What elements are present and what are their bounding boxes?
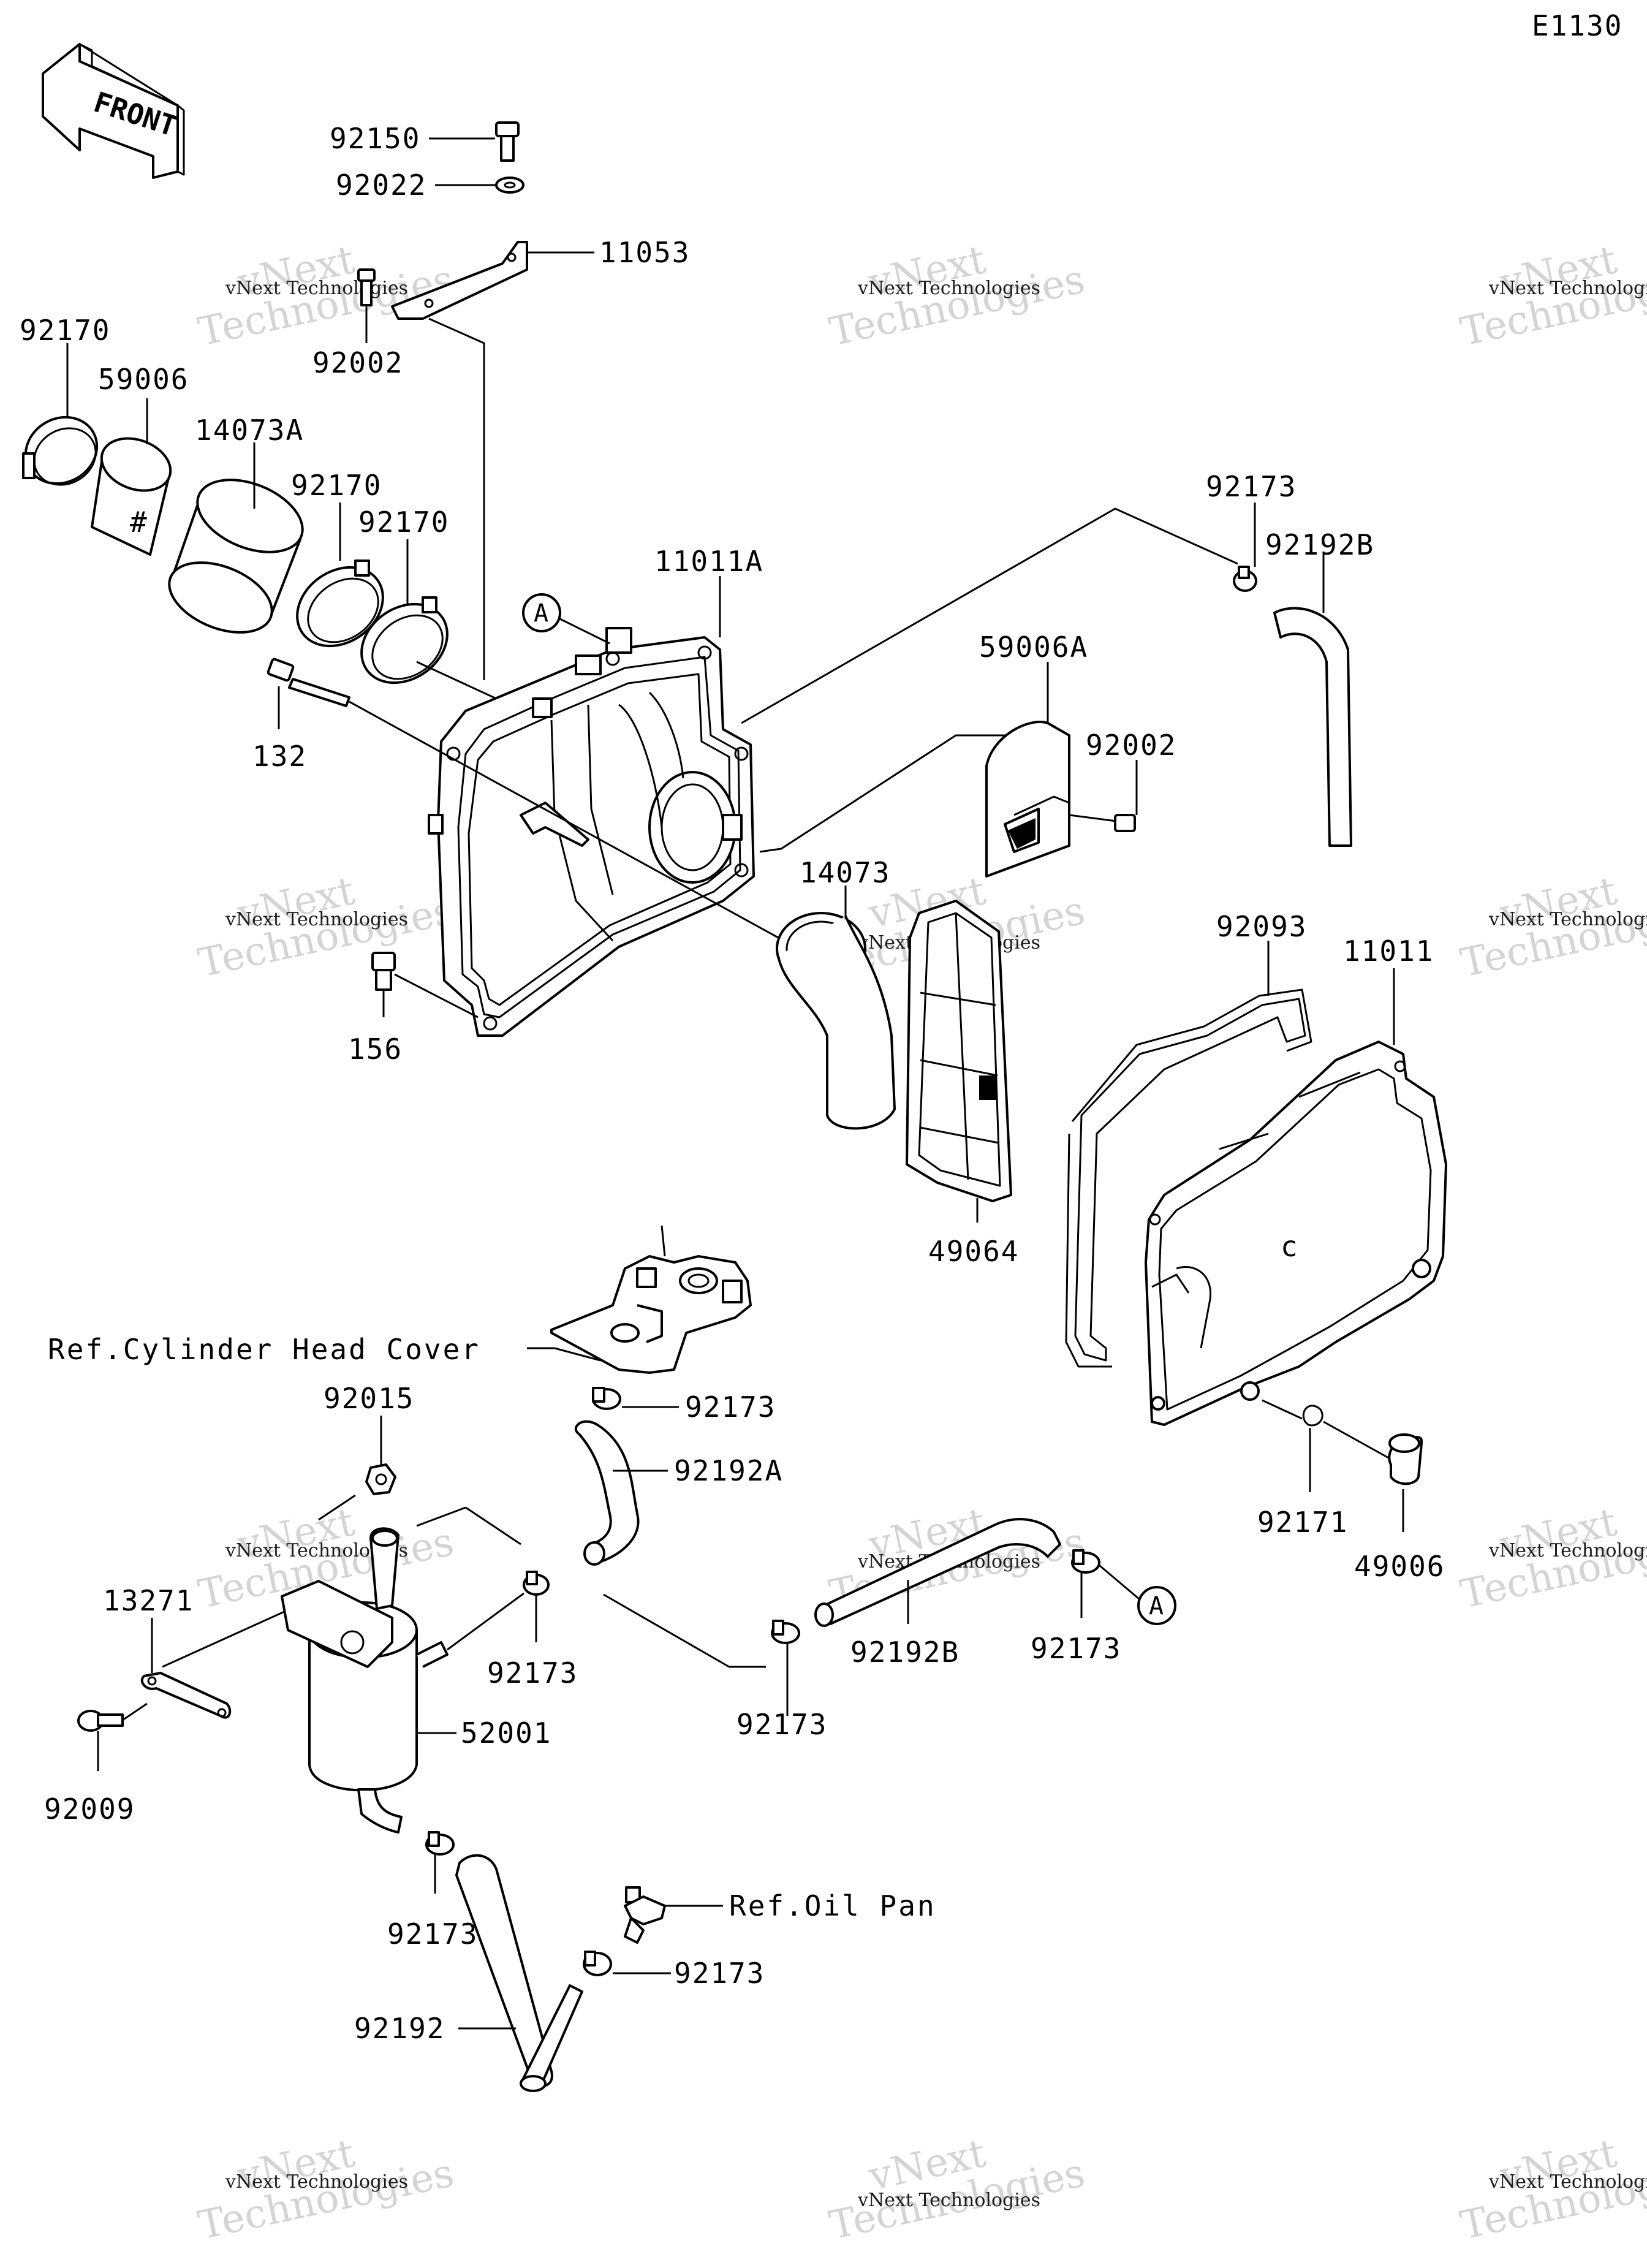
label-ref-cylinder-head-cover: Ref.Cylinder Head Cover [48,1333,480,1366]
label-92173-under-tank: 92173 [387,1917,478,1951]
tank-52001 [281,1527,449,1834]
label-14073: 14073 [800,856,890,889]
clamp-92173-upper [1233,566,1257,592]
bolt-132 [267,658,350,707]
label-92173-upper: 92173 [1206,470,1297,503]
label-11053: 11053 [599,236,690,269]
label-52001: 52001 [461,1716,551,1750]
washer-92022 [495,176,524,194]
label-11011A: 11011A [654,545,763,578]
watermark-sub: vNext Technologies [1488,2171,1647,2193]
bracket-11053 [391,241,528,320]
callout-a-top-letter: A [534,599,548,628]
label-14073A: 14073A [195,414,304,447]
label-13271: 13271 [103,1584,194,1617]
label-92022: 92022 [336,169,426,202]
label-92009: 92009 [44,1792,135,1826]
label-92173-tank: 92173 [487,1656,578,1690]
bolt-92009 [77,1710,124,1732]
watermark-sub: vNext Technologies [857,2190,1040,2211]
watermark-sub: vNext Technologies [1488,909,1647,930]
label-92170-mid: 92170 [291,469,382,502]
label-11011: 11011 [1343,935,1434,968]
gasket-92093 [1065,988,1312,1368]
label-132: 132 [252,740,307,773]
clamp-92170-left [22,415,99,486]
label-92173-center: 92173 [736,1708,827,1741]
label-92173-oilpan: 92173 [674,1957,765,1990]
clamp-92173-under-tank [425,1831,455,1856]
clamp-92173-headcover [592,1387,621,1410]
watermark-sub: vNext Technologies [857,278,1040,299]
label-49064: 49064 [928,1235,1019,1268]
label-92192B-lower: 92192B [850,1636,960,1669]
label-92192: 92192 [354,2012,445,2045]
clip-92171 [1262,1399,1323,1427]
label-59006A: 59006A [979,631,1088,664]
hose-92192 [455,1854,583,2092]
label-92015: 92015 [324,1382,414,1415]
clamp-92173-center [771,1620,800,1644]
diagram-code: E1130 [1532,9,1622,42]
nut-92015 [365,1463,396,1495]
label-92192B-upper: 92192B [1265,528,1374,561]
watermark-sub: vNext Technologies [225,909,408,930]
filter-59006A [985,721,1070,878]
hose-92192A [574,1420,640,1566]
label-92150: 92150 [330,122,420,155]
callout-a-top [522,593,561,632]
clamp-92173-tank [523,1571,550,1596]
label-92002-top: 92002 [312,346,403,379]
label-92192A: 92192A [674,1454,783,1487]
filter-59006: # [91,437,172,556]
oil-pan-fitting-ref [624,1886,666,1944]
label-92093: 92093 [1216,910,1307,943]
label-ref-oil-pan: Ref.Oil Pan [729,1889,936,1922]
watermark-sub: vNext Technologies [225,2171,408,2193]
clamp-92170-right [360,596,449,685]
bolt-92150 [495,121,520,162]
label-92171: 92171 [1257,1506,1348,1539]
callout-a-bottom-letter: A [1149,1592,1164,1620]
front-arrow-icon: FRONT [42,43,185,179]
label-156: 156 [348,1033,403,1066]
stay-13271 [140,1672,232,1719]
cap-49006 [1323,1420,1423,1485]
element-49064 [906,900,1012,1202]
clamp-92173-right [1071,1549,1100,1574]
clamp-92173-oilpan [583,1951,612,1976]
bolt-92002-right [1069,814,1136,832]
label-59006: 59006 [98,363,189,396]
label-49006: 49006 [1354,1550,1445,1583]
duct-14073 [776,912,896,1130]
hose-92192B-lower [814,1518,1061,1627]
watermark-sub: vNext Technologies [1488,1540,1647,1561]
svg-text:c: c [1281,1230,1299,1263]
label-92170-right: 92170 [358,506,449,539]
watermark-sub: vNext Technologies [225,278,408,299]
cylinder-head-cover-ref [550,1225,752,1374]
label-92173-right: 92173 [1031,1632,1121,1665]
label-92170-left: 92170 [20,314,110,347]
label-92173-headcover: 92173 [685,1390,776,1424]
bolt-156 [371,952,396,991]
bolt-92002-top [357,268,376,306]
hose-92192B-upper [1273,607,1352,847]
duct-14073A [168,479,304,634]
callout-a-bottom [1137,1586,1176,1625]
clamp-92170-mid [296,559,384,648]
label-92002-right: 92002 [1086,729,1176,762]
air-cleaner-cover-11011: c [1145,1041,1447,1426]
svg-text:#: # [130,506,148,539]
watermark-sub: vNext Technologies [1488,278,1647,299]
